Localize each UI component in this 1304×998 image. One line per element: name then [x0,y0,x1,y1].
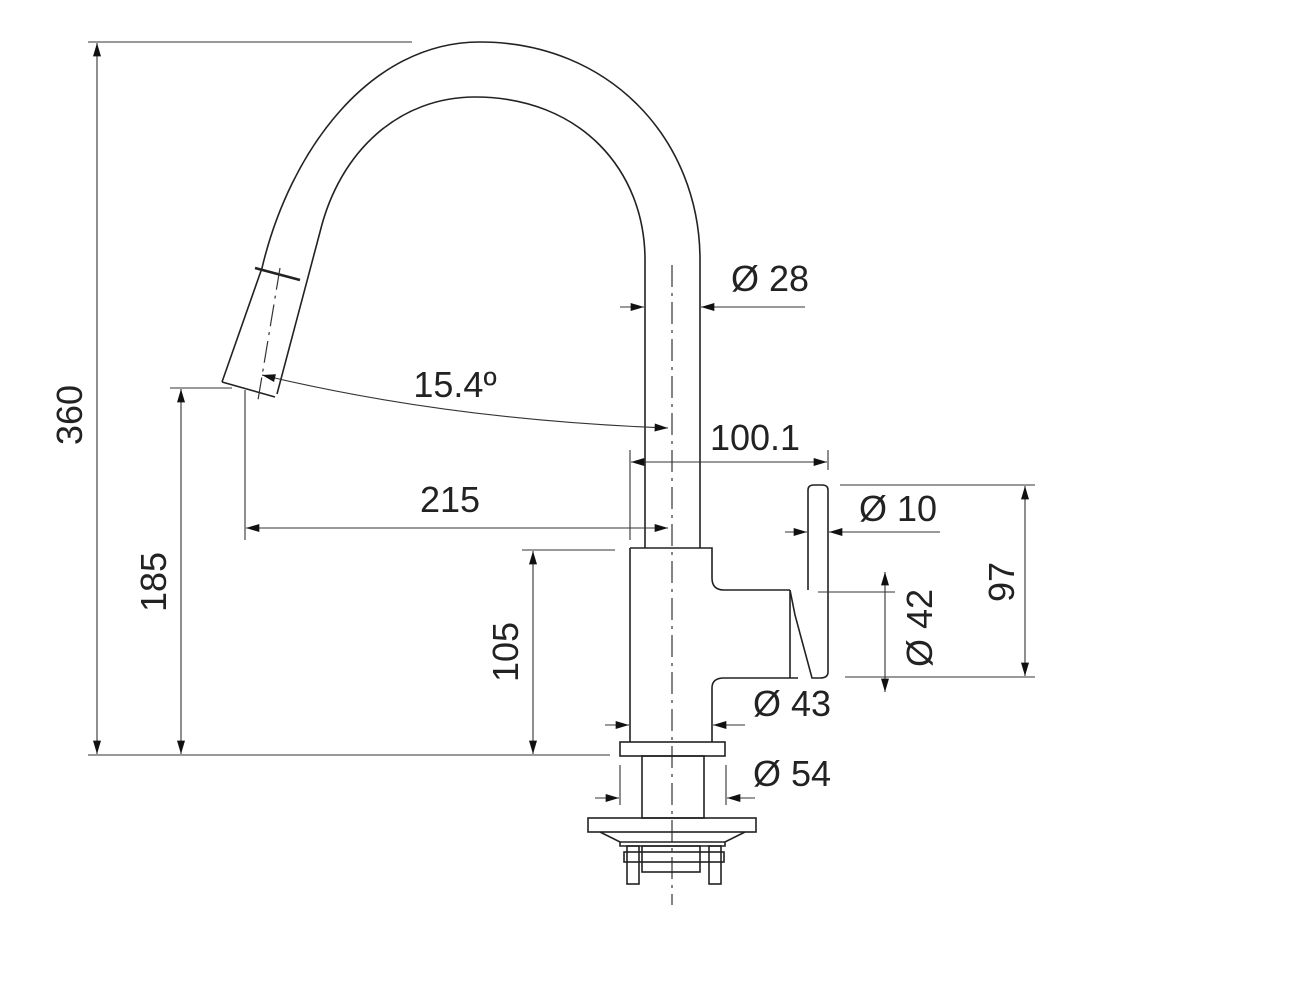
spray-head-ring [254,266,301,282]
dim-body-diameter: Ø 43 [753,683,831,724]
clamp-bracket [641,845,701,873]
mounting-screw-left [626,845,640,885]
dimension-lines [88,41,1035,805]
dim-body-height: 105 [485,622,526,682]
spout-inner-edge [276,96,646,548]
dim-handle-diameter: Ø 10 [859,488,937,529]
dim-handle-height: 97 [981,562,1022,602]
dim-spout-diameter: Ø 28 [731,258,809,299]
spout-tip [221,381,276,398]
body [629,547,798,725]
dim-handle-offset: 100.1 [710,417,800,458]
clamp-bar [623,851,725,863]
spout-outer-edge [221,41,701,548]
dim-handle-base-diameter: Ø 42 [899,589,940,667]
spout-centerline [257,267,281,401]
faucet-outline [221,41,829,905]
dim-reach: 215 [420,479,480,520]
dim-spout-angle: 15.4º [413,364,496,405]
threaded-shank [641,755,705,819]
mounting-plate [587,817,757,833]
dim-outlet-height: 185 [133,552,174,612]
dim-overall-height: 360 [49,385,90,445]
handle-lever [789,484,829,679]
dim-base-diameter: Ø 54 [753,753,831,794]
dimension-labels: 360 185 105 215 100.1 15.4º Ø 28 Ø 10 97… [49,258,1022,794]
mounting-screw-right [708,845,722,885]
